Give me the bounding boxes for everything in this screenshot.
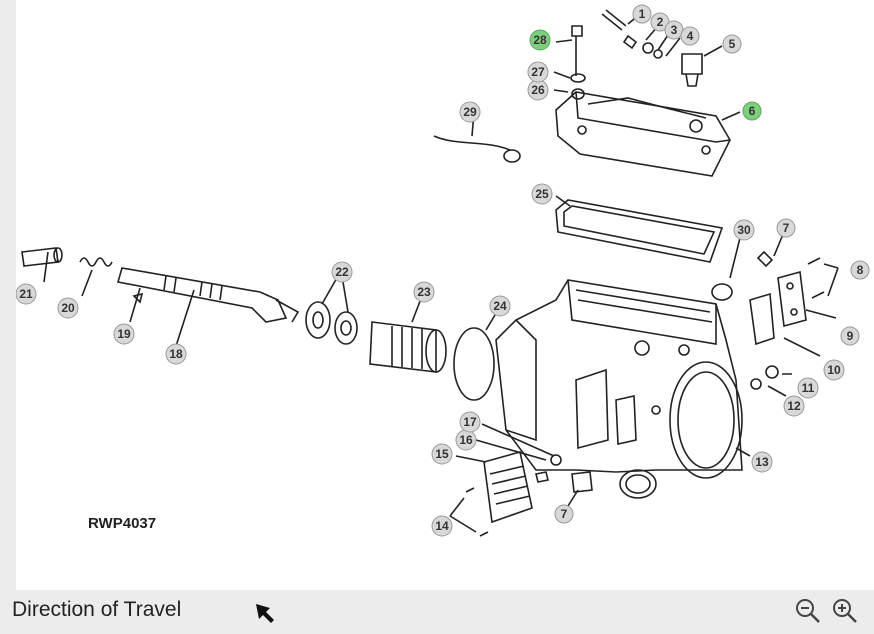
direction-of-travel-label: Direction of Travel [12, 598, 182, 621]
svg-text:18: 18 [169, 347, 183, 361]
svg-text:25: 25 [535, 187, 549, 201]
callout-19[interactable]: 19 [113, 323, 135, 345]
svg-text:9: 9 [847, 329, 854, 343]
oring-24 [453, 327, 495, 401]
callout-29[interactable]: 29 [459, 101, 481, 123]
callout-9[interactable]: 9 [840, 326, 860, 346]
callout-1[interactable]: 1 [632, 4, 652, 24]
svg-text:22: 22 [335, 265, 349, 279]
housing-13 [495, 279, 743, 499]
svg-text:14: 14 [435, 519, 449, 533]
callout-28[interactable]: 28 [529, 29, 551, 51]
svg-text:6: 6 [749, 104, 756, 118]
callout-25[interactable]: 25 [531, 183, 553, 205]
svg-text:21: 21 [19, 287, 33, 301]
fitting-5 [681, 53, 703, 87]
fitting-7-bottom [571, 471, 593, 493]
callout-7a[interactable]: 7 [776, 218, 796, 238]
callout-20[interactable]: 20 [57, 297, 79, 319]
svg-text:10: 10 [827, 363, 841, 377]
callout-15[interactable]: 15 [431, 443, 453, 465]
exploded-parts-diagram: 1 2 3 4 5 6 7 7 8 9 10 11 12 13 14 15 16… [16, 0, 874, 590]
callout-8[interactable]: 8 [850, 260, 870, 280]
wire-29 [433, 135, 521, 163]
callout-23[interactable]: 23 [413, 281, 435, 303]
footer-bar: Direction of Travel [0, 590, 874, 634]
figure-id: RWP4037 [88, 515, 156, 532]
svg-text:26: 26 [531, 83, 545, 97]
svg-text:17: 17 [463, 415, 477, 429]
cover-6 [555, 91, 731, 177]
sleeve-23 [369, 321, 447, 373]
gasket-25 [555, 199, 724, 263]
svg-text:8: 8 [857, 263, 864, 277]
svg-text:3: 3 [671, 23, 678, 37]
zoom-out-icon[interactable] [795, 598, 821, 624]
drawing-lines [21, 9, 839, 537]
svg-text:20: 20 [61, 301, 75, 315]
svg-text:23: 23 [417, 285, 431, 299]
callout-4[interactable]: 4 [680, 26, 700, 46]
washers-26-27 [570, 73, 586, 100]
callout-2[interactable]: 2 [650, 12, 670, 32]
bushing-30 [711, 283, 733, 301]
callout-18[interactable]: 18 [165, 343, 187, 365]
svg-text:30: 30 [737, 223, 751, 237]
nut-11-12 [750, 365, 779, 390]
svg-text:4: 4 [687, 29, 694, 43]
washer-22 [305, 301, 358, 345]
svg-text:15: 15 [435, 447, 449, 461]
callout-17[interactable]: 17 [459, 411, 481, 433]
svg-text:1: 1 [639, 7, 646, 21]
callout-16[interactable]: 16 [455, 429, 477, 451]
callout-22[interactable]: 22 [331, 261, 353, 283]
callout-27[interactable]: 27 [527, 61, 549, 83]
fittings-16-17 [535, 454, 562, 483]
callout-3[interactable]: 3 [664, 20, 684, 40]
svg-text:24: 24 [493, 299, 507, 313]
bolt-28 [571, 25, 583, 76]
svg-text:13: 13 [755, 455, 769, 469]
svg-text:12: 12 [787, 399, 801, 413]
callout-30[interactable]: 30 [733, 219, 755, 241]
diagram-svg: 1 2 3 4 5 6 7 7 8 9 10 11 12 13 14 15 16… [16, 4, 870, 537]
screws-8 [807, 257, 825, 299]
svg-text:28: 28 [533, 33, 547, 47]
plates-9-10 [749, 270, 807, 346]
shaft-18 [116, 267, 300, 323]
direction-arrow-icon [256, 604, 274, 623]
zoom-in-icon[interactable] [832, 598, 858, 624]
spring-20 [79, 257, 113, 267]
callout-11[interactable]: 11 [797, 377, 819, 399]
callout-13[interactable]: 13 [751, 451, 773, 473]
plate-15 [483, 451, 533, 524]
svg-text:2: 2 [657, 15, 664, 29]
svg-text:29: 29 [463, 105, 477, 119]
svg-text:16: 16 [459, 433, 473, 447]
svg-text:19: 19 [117, 327, 131, 341]
fitting-7-top [756, 250, 774, 268]
callout-21[interactable]: 21 [16, 283, 37, 305]
screws-14 [465, 487, 489, 537]
svg-text:27: 27 [531, 65, 545, 79]
svg-text:5: 5 [729, 37, 736, 51]
callout-10[interactable]: 10 [823, 359, 845, 381]
callout-7b[interactable]: 7 [554, 504, 574, 524]
pin-21 [21, 247, 63, 267]
callout-26[interactable]: 26 [527, 79, 549, 101]
callout-labels: 1 2 3 4 5 6 7 7 8 9 10 11 12 13 14 15 16… [16, 4, 870, 537]
svg-text:7: 7 [783, 221, 790, 235]
callout-5[interactable]: 5 [722, 34, 742, 54]
callout-12[interactable]: 12 [783, 395, 805, 417]
callout-6[interactable]: 6 [742, 101, 762, 121]
svg-text:11: 11 [802, 381, 815, 395]
callout-14[interactable]: 14 [431, 515, 453, 537]
callout-24[interactable]: 24 [489, 295, 511, 317]
svg-text:7: 7 [561, 507, 568, 521]
